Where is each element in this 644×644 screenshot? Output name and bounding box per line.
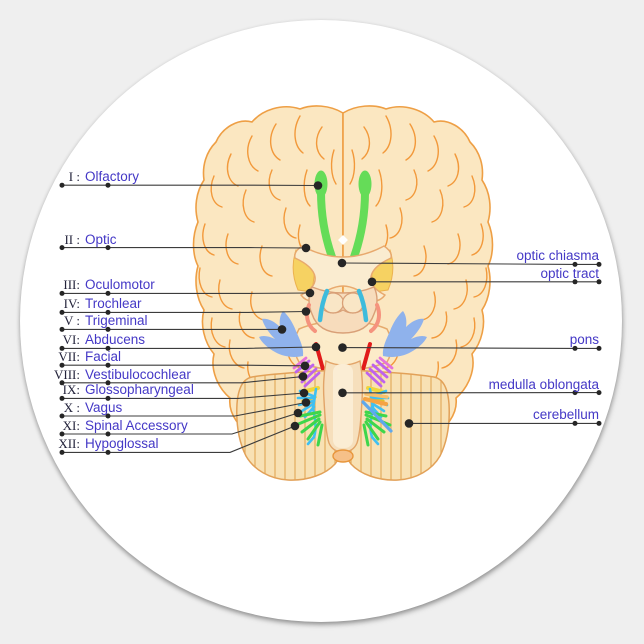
- anatomy-dot: [300, 361, 310, 371]
- line-dot: [572, 261, 578, 267]
- line-dot: [105, 245, 111, 251]
- oculomotor-nerves: [305, 303, 381, 333]
- line-dot: [59, 290, 65, 296]
- line-dot: [59, 362, 65, 368]
- leader-line: [62, 375, 304, 384]
- hypoglossal-nerve-right: [361, 392, 393, 433]
- anatomy-dot: [337, 258, 347, 268]
- line-dot: [572, 279, 578, 285]
- line-dot: [572, 345, 578, 351]
- anatomy-dot: [290, 421, 300, 431]
- line-dot: [105, 362, 111, 368]
- medulla-oblongata: [322, 359, 364, 463]
- leader-line: [62, 425, 296, 453]
- line-dot: [105, 345, 111, 351]
- line-dot: [59, 380, 65, 386]
- line-dot: [105, 395, 111, 401]
- leader-line: [62, 346, 317, 349]
- anatomy-dot: [299, 388, 309, 398]
- lower-cranial-nerves: [294, 386, 393, 447]
- spinal-cord-stub: [332, 449, 354, 463]
- leader-line: [62, 364, 306, 367]
- line-dot: [105, 380, 111, 386]
- anatomy-dot: [367, 277, 377, 287]
- anatomy-dot: [404, 419, 414, 428]
- line-dot: [59, 413, 65, 419]
- leader-line: [62, 401, 307, 417]
- anatomy-dot: [298, 372, 308, 381]
- line-dot: [59, 449, 65, 455]
- anatomy-dot: [305, 288, 315, 298]
- line-dot: [59, 182, 65, 188]
- line-dot: [59, 431, 65, 437]
- line-dot: [59, 245, 65, 251]
- line-dot: [59, 326, 65, 332]
- line-dot: [596, 279, 602, 285]
- anatomy-dot: [313, 181, 323, 190]
- anatomy-dot: [301, 398, 311, 407]
- line-dot: [572, 420, 578, 426]
- line-dot: [596, 261, 602, 267]
- anatomy-dot: [311, 342, 321, 352]
- line-dot: [105, 326, 111, 332]
- fissure-gap: [338, 235, 348, 245]
- leader-line: [62, 412, 299, 435]
- line-dot: [105, 413, 111, 419]
- leader-lines: [59, 181, 602, 455]
- line-dot: [105, 431, 111, 437]
- line-dot: [59, 395, 65, 401]
- anatomy-dot: [338, 343, 347, 352]
- anatomy-dot: [277, 325, 287, 334]
- line-dot: [596, 420, 602, 426]
- anatomy-dot: [301, 243, 311, 253]
- anatomy-dot: [338, 388, 347, 398]
- line-dot: [596, 390, 602, 396]
- leader-line: [62, 392, 305, 399]
- line-dot: [572, 390, 578, 396]
- line-dot: [59, 309, 65, 315]
- leader-line: [62, 310, 307, 313]
- line-dot: [105, 290, 111, 296]
- line-dot: [105, 449, 111, 455]
- anatomy-dot: [301, 307, 311, 316]
- anatomy-dot: [293, 408, 303, 418]
- line-dot: [105, 182, 111, 188]
- line-dot: [596, 345, 602, 351]
- leader-line: [342, 347, 599, 349]
- trigeminal-nerves: [259, 311, 427, 357]
- line-dot: [59, 345, 65, 351]
- line-dot: [105, 309, 111, 315]
- trochlear-nerves: [317, 288, 366, 323]
